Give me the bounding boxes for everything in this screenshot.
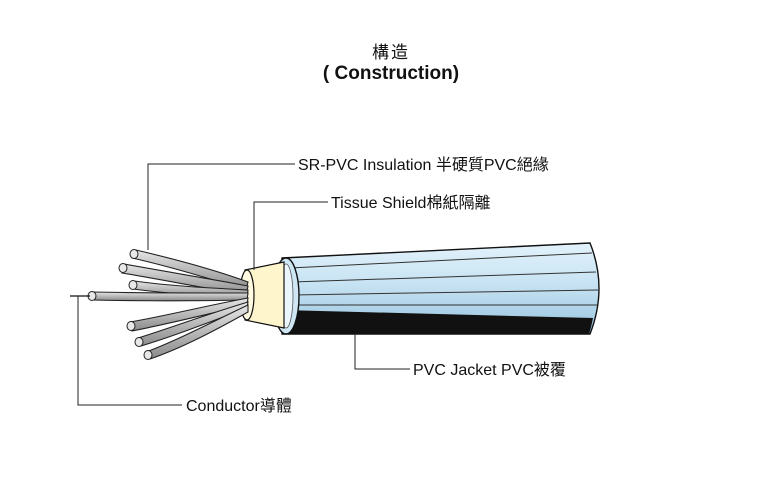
leader-conductor <box>77 296 182 406</box>
title-chinese: 構造 <box>372 43 410 62</box>
label-insulation: SR-PVC Insulation 半硬質PVC絕緣 <box>298 156 549 174</box>
insulated-conductors <box>91 249 249 360</box>
wire-end-caps <box>87 249 153 360</box>
title-english: ( Construction) <box>322 63 460 84</box>
label-conductor: Conductor導體 <box>186 396 292 415</box>
label-shield: Tissue Shield棉紙隔離 <box>331 194 490 212</box>
label-jacket: PVC Jacket PVC被覆 <box>413 361 566 379</box>
leader-jacket <box>354 334 410 370</box>
pvc-jacket <box>272 242 600 335</box>
leader-shield <box>253 201 328 270</box>
leader-lines <box>77 163 410 406</box>
leader-insulation <box>147 163 295 250</box>
